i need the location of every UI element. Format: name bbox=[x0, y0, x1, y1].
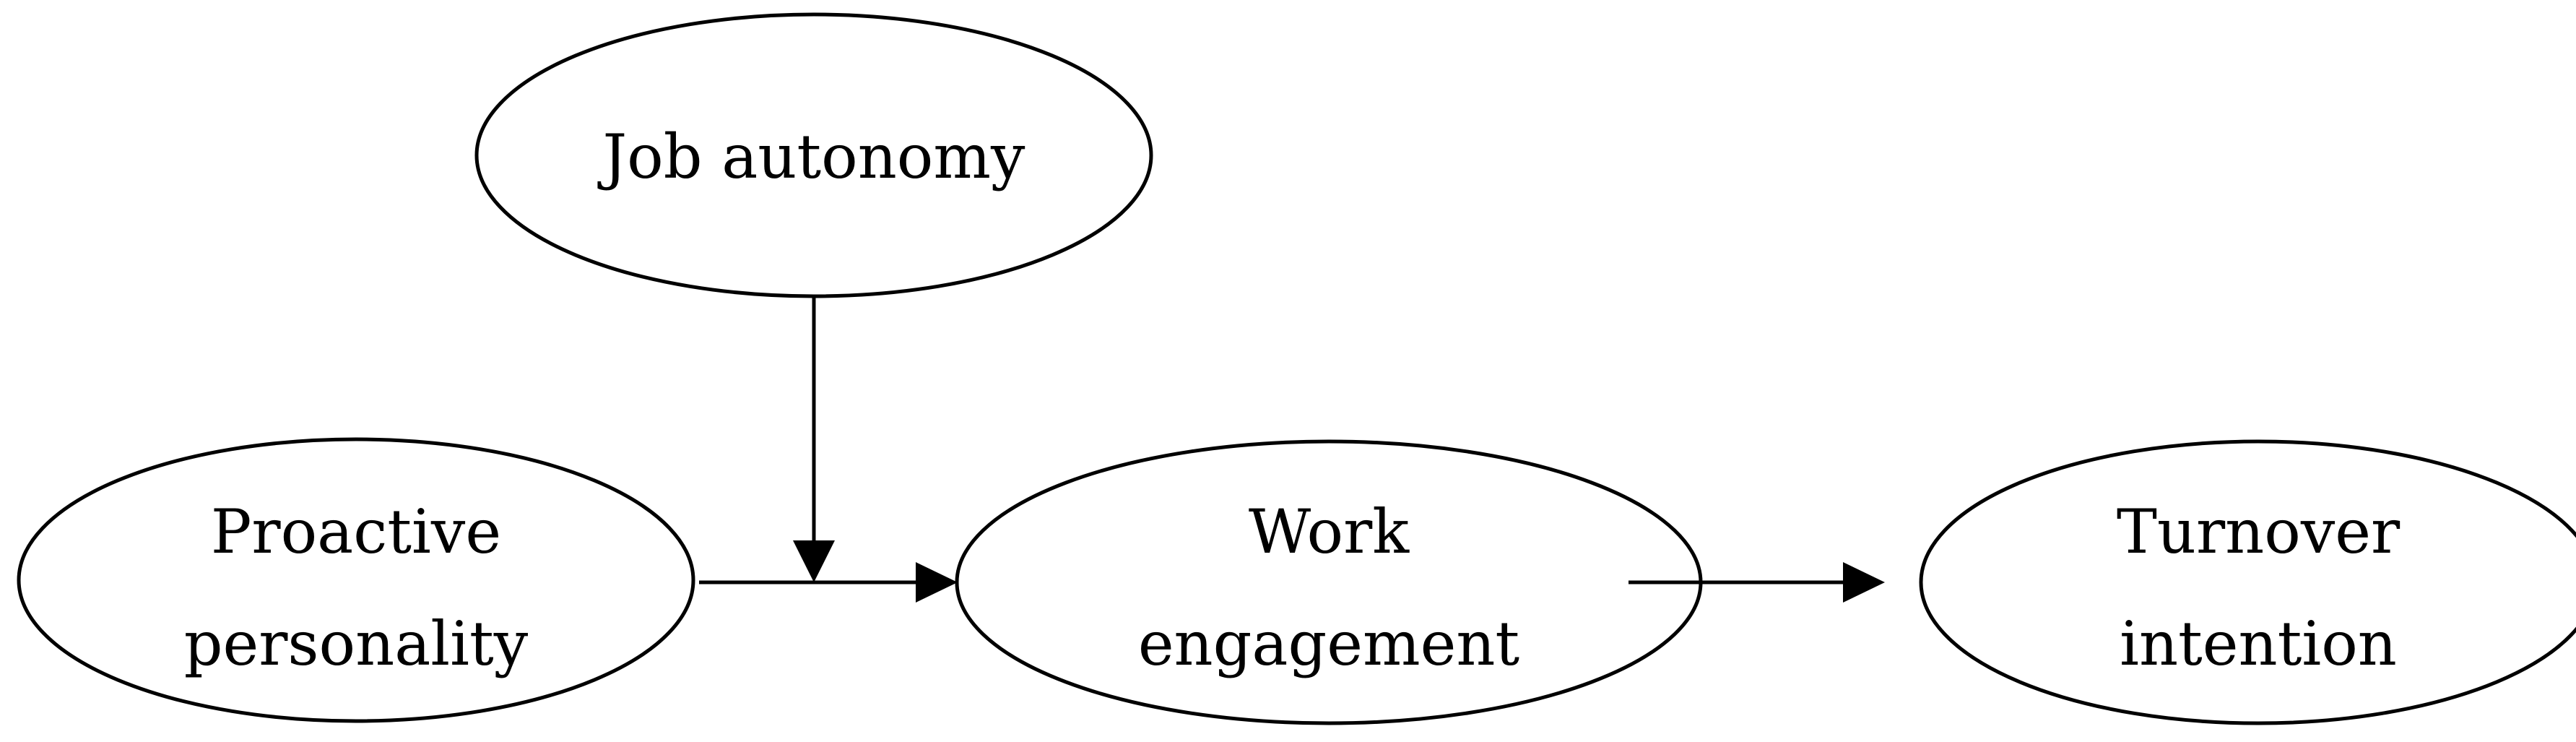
node-proactive-personality-ellipse bbox=[17, 437, 695, 723]
edge-proactive-to-work bbox=[699, 562, 958, 603]
node-turnover-intention-label-line1: Turnover bbox=[2117, 496, 2401, 567]
edge-proactive-to-work-arrowhead bbox=[916, 562, 958, 603]
node-job-autonomy: Job autonomy bbox=[474, 12, 1153, 298]
edge-work-to-turnover-arrowhead bbox=[1843, 562, 1885, 603]
edge-job-autonomy-moderation-arrowhead bbox=[793, 540, 835, 582]
node-proactive-personality-label-line1: Proactive bbox=[211, 496, 501, 567]
node-turnover-intention: Turnover intention bbox=[1919, 439, 2576, 725]
node-proactive-personality-label-line2: personality bbox=[184, 608, 529, 679]
node-work-engagement: Work engagement bbox=[955, 439, 1703, 725]
node-proactive-personality: Proactive personality bbox=[17, 437, 695, 723]
node-job-autonomy-label: Job autonomy bbox=[597, 121, 1025, 192]
node-turnover-intention-ellipse bbox=[1919, 439, 2576, 725]
edge-job-autonomy-moderation bbox=[793, 296, 835, 582]
node-turnover-intention-label-line2: intention bbox=[2120, 608, 2397, 679]
node-work-engagement-label-line2: engagement bbox=[1138, 608, 1520, 679]
node-work-engagement-ellipse bbox=[955, 439, 1703, 725]
edge-work-to-turnover bbox=[1629, 562, 1885, 603]
node-work-engagement-label-line1: Work bbox=[1249, 496, 1410, 567]
